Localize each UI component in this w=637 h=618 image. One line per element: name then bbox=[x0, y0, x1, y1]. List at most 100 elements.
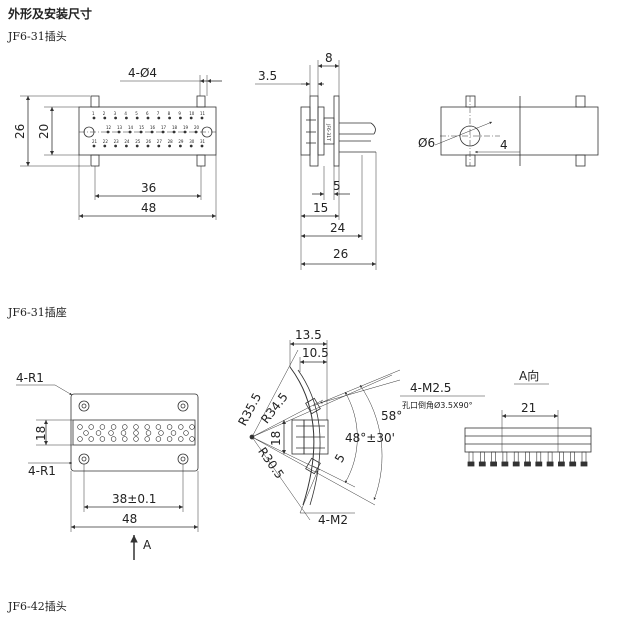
plug-pin-number: 5 bbox=[135, 111, 138, 116]
plug-pin-number: 19 bbox=[183, 125, 189, 130]
dim-24: 24 bbox=[330, 221, 345, 235]
section-title-jf6-31-socket: JF6-31插座 bbox=[8, 306, 67, 319]
plug-pin bbox=[92, 116, 96, 120]
dim-15: 15 bbox=[313, 201, 328, 215]
plug-pin bbox=[125, 116, 128, 120]
view-a-contact-tip bbox=[558, 461, 565, 467]
plug-pin-number: 20 bbox=[194, 125, 200, 130]
socket-contact bbox=[183, 430, 189, 436]
plug-pin bbox=[157, 144, 161, 148]
plug-pin-number: 17 bbox=[161, 125, 167, 130]
screw-note: 孔口倒角Ø3.5X90° bbox=[402, 400, 473, 410]
view-arrow-a: A bbox=[143, 538, 152, 552]
plug-pin-number: 22 bbox=[103, 139, 109, 144]
plug-pin bbox=[200, 116, 204, 120]
plug-pin-number: 23 bbox=[114, 139, 120, 144]
socket-contact bbox=[99, 436, 106, 442]
socket-contact bbox=[95, 430, 102, 436]
plug-pin-number: 26 bbox=[146, 139, 152, 144]
plug-pin-number: 29 bbox=[178, 139, 184, 144]
socket-contact bbox=[144, 424, 150, 430]
socket-contact bbox=[145, 430, 152, 436]
plug-pin bbox=[103, 144, 107, 148]
plug-pin-number: 1 bbox=[92, 111, 95, 116]
plug-top-body bbox=[440, 106, 599, 156]
socket-contact bbox=[178, 436, 184, 442]
plug-pin-number: 21 bbox=[92, 139, 98, 144]
view-a-contact bbox=[581, 451, 587, 463]
socket-flange bbox=[70, 393, 199, 472]
plug-pin bbox=[125, 144, 128, 148]
plug-pin-number: 14 bbox=[128, 125, 134, 130]
socket-contact bbox=[110, 436, 117, 442]
plug-pin-number: 7 bbox=[157, 111, 160, 116]
view-a-contact bbox=[479, 451, 485, 463]
plug-pin-number: 9 bbox=[178, 111, 181, 116]
socket-contact bbox=[189, 436, 195, 442]
view-a-contact bbox=[536, 451, 542, 463]
plug-front-lug bbox=[90, 95, 100, 108]
socket-contact bbox=[133, 436, 139, 442]
plug-pin bbox=[194, 130, 198, 134]
dim-10-5: 10.5 bbox=[302, 346, 329, 360]
plug-pin bbox=[168, 116, 172, 120]
dim-3-5: 3.5 bbox=[258, 69, 277, 83]
view-a-contact-tip bbox=[524, 461, 531, 467]
plug-pin bbox=[172, 130, 176, 134]
plug-pin bbox=[150, 130, 154, 134]
plug-pin bbox=[135, 116, 139, 120]
view-a-contact bbox=[491, 451, 496, 463]
plug-pin bbox=[161, 130, 165, 134]
socket-contact bbox=[83, 430, 89, 436]
plug-pin-number: 15 bbox=[139, 125, 145, 130]
dim-26: 26 bbox=[333, 247, 348, 261]
plug-pin-number: 10 bbox=[189, 111, 195, 116]
screw-bottom-label: 4-M2 bbox=[318, 513, 348, 527]
socket-contact bbox=[77, 436, 83, 442]
view-a-contact bbox=[559, 451, 564, 463]
plug-pin bbox=[189, 144, 193, 148]
socket-contact bbox=[178, 424, 184, 430]
plug-pin bbox=[189, 116, 193, 120]
page-heading: 外形及安装尺寸 bbox=[8, 7, 93, 21]
plug-pin bbox=[114, 144, 117, 148]
socket-contact bbox=[88, 424, 94, 430]
dim-width-48: 48 bbox=[141, 201, 156, 215]
plug-top-view: Ø6 4 bbox=[418, 95, 599, 167]
plug-pin bbox=[117, 130, 121, 134]
plug-marking: JF6-31T bbox=[325, 123, 331, 141]
socket-view-a: A向 21 bbox=[464, 368, 592, 467]
plug-pin-number: 12 bbox=[106, 125, 112, 130]
hole-label: 4-Ø4 bbox=[128, 66, 157, 80]
plug-side-view: JF6-31T 8 3.5 5 15 24 26 bbox=[255, 51, 377, 270]
plug-pin bbox=[179, 144, 182, 148]
socket-contact bbox=[120, 430, 127, 436]
view-a-contact-tip bbox=[535, 461, 543, 467]
r-bottom-label: 4-R1 bbox=[28, 464, 56, 478]
view-a-contact-tip bbox=[467, 461, 475, 467]
plug-front-body bbox=[78, 106, 217, 156]
view-a-contact bbox=[468, 451, 474, 463]
dim-8: 8 bbox=[325, 51, 333, 65]
plug-pin bbox=[146, 144, 150, 148]
plug-pin-number: 27 bbox=[157, 139, 163, 144]
dim-height-20: 20 bbox=[37, 124, 51, 139]
socket-contact bbox=[189, 424, 195, 430]
plug-pin-number: 3 bbox=[114, 111, 117, 116]
top-dia-label: Ø6 bbox=[418, 136, 435, 150]
r30-5-label: R30.5 bbox=[255, 445, 287, 482]
plug-side-flange bbox=[300, 106, 311, 156]
socket-curved-flange bbox=[289, 366, 315, 506]
view-a-contact-tip bbox=[569, 461, 577, 467]
plug-pin bbox=[103, 116, 107, 120]
plug-pin bbox=[200, 144, 204, 148]
socket-contact bbox=[133, 424, 139, 430]
plug-pin-number: 24 bbox=[124, 139, 130, 144]
plug-pin bbox=[135, 144, 139, 148]
plug-pin-number: 25 bbox=[135, 139, 141, 144]
dim-socket-48: 48 bbox=[122, 512, 137, 526]
view-a-contact bbox=[513, 451, 519, 463]
view-a-contact bbox=[570, 451, 576, 463]
